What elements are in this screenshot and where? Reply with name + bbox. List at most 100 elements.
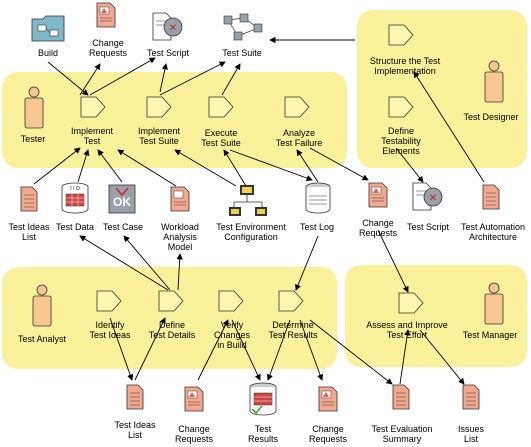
edge-determine-to-results: [266, 319, 291, 381]
test-results-icon: [249, 382, 277, 416]
edge-define-to-data: [79, 235, 169, 291]
edge-implement-to-change-req: [79, 63, 101, 96]
test-ideas-list-bottom-label: Test Ideas List: [114, 420, 156, 440]
edge-testability-to-script: [395, 147, 424, 183]
tester-actor-icon: [24, 86, 44, 129]
svg-text:I / O: I / O: [70, 186, 80, 192]
build-label: Build: [37, 48, 58, 58]
build-folder-icon: [31, 15, 65, 42]
edge-ideas-to-define: [134, 317, 166, 381]
edge-suite-to-suite: [159, 61, 226, 96]
determine-results-activity-icon: [278, 290, 304, 312]
test-ideas-list-doc-icon: [20, 186, 38, 212]
analyst-zone: [2, 267, 337, 369]
test-env-config-label: Test Environment Configuration: [216, 222, 286, 242]
edge-determine-to-change-req: [299, 319, 324, 381]
edge-build-to-implement-test: [47, 61, 89, 96]
svg-text:OK: OK: [113, 195, 131, 209]
verify-changes-label: Verify Changes in Build: [213, 320, 251, 350]
analyze-failure-label: Analyze Test Failure: [275, 128, 323, 148]
implement-suite-activity-icon: [146, 96, 172, 118]
svg-text:✕: ✕: [169, 23, 177, 34]
edge-ideas-to-implement: [33, 147, 81, 185]
structure-impl-label: Structure the Test Implementation: [369, 56, 441, 76]
issues-list-label: Issues List: [457, 424, 484, 444]
edge-workload-to-implement: [117, 149, 177, 187]
test-env-config-icon: [229, 185, 267, 216]
edge-execute-to-suite: [221, 63, 241, 96]
change-requests-top-label: Change Requests: [88, 38, 128, 58]
change-requests-bottom2-doc-icon: [318, 386, 338, 412]
change-requests-mid-label: Change Requests: [358, 218, 398, 238]
test-data-icon: I / O: [61, 182, 89, 214]
implement-suite-label: Implement Test Suite: [137, 126, 181, 146]
edge-env-to-suite: [174, 149, 237, 187]
test-script-mid-icon: ✕: [412, 182, 443, 211]
edge-summary-to-assess: [399, 329, 411, 385]
edge-implement-to-script: [89, 57, 156, 96]
edge-env-to-execute: [223, 149, 247, 187]
test-data-label: Test Data: [55, 222, 95, 232]
test-automation-arch-label: Test Automation Architecture: [460, 222, 526, 242]
edge-define-to-workload: [176, 253, 183, 291]
tester-label: Tester: [20, 134, 46, 144]
edge-identify-to-ideas: [109, 317, 134, 381]
test-manager-label: Test Manager: [462, 330, 518, 340]
change-requests-bottom2-label: Change Requests: [308, 424, 348, 444]
test-results-label: Test Results: [247, 424, 278, 444]
test-analyst-label: Test Analyst: [17, 334, 67, 344]
define-testability-label: Define Testability Elements: [381, 126, 421, 156]
change-requests-doc-icon: [96, 2, 116, 28]
change-requests-mid-doc-icon: [368, 182, 388, 208]
test-log-label: Test Log: [299, 222, 335, 232]
analyze-failure-activity-icon: [284, 96, 310, 118]
edge-analyze-to-change-req: [309, 147, 369, 181]
test-eval-summary-label: Test Evaluation Summary: [371, 424, 433, 444]
test-log-icon: [305, 182, 331, 214]
test-designer-label: Test Designer: [463, 112, 519, 122]
test-manager-actor-icon: [484, 282, 504, 325]
change-requests-bottom1-label: Change Requests: [174, 424, 214, 444]
edge-execute-to-log: [229, 149, 313, 182]
identify-ideas-label: Identify Test Ideas: [89, 320, 131, 340]
test-designer-actor-icon: [484, 60, 504, 103]
edge-suite-to-script: [159, 63, 168, 93]
edge-verify-to-results: [231, 319, 261, 381]
test-suite-top-label: Test Suite: [222, 48, 262, 58]
execute-suite-activity-icon: [208, 96, 234, 118]
test-automation-arch-doc-icon: [482, 184, 500, 210]
define-testability-activity-icon: [388, 96, 414, 118]
define-details-activity-icon: [158, 290, 184, 312]
test-script-mid-label: Test Script: [406, 222, 449, 232]
structure-impl-activity-icon: [388, 24, 414, 46]
edge-log-to-analyze: [296, 149, 319, 183]
edge-change-req-to-verify: [197, 319, 229, 381]
edge-assess-to-issues: [419, 329, 465, 385]
edge-change-req-to-assess: [377, 229, 409, 293]
edge-define-to-case: [123, 235, 171, 291]
implement-test-activity-icon: [80, 96, 106, 118]
edge-log-to-determine: [295, 235, 319, 291]
verify-changes-activity-icon: [218, 290, 244, 312]
issues-list-doc-icon: [462, 384, 480, 410]
test-script-icon: ✕: [152, 12, 183, 41]
identify-ideas-activity-icon: [96, 290, 122, 312]
edge-data-to-implement: [77, 149, 90, 183]
edge-case-to-implement: [97, 149, 123, 183]
assess-improve-label: Assess and Improve Test Effort: [366, 320, 448, 340]
change-requests-bottom1-doc-icon: [184, 386, 204, 412]
test-suite-icon: [223, 13, 263, 41]
execute-suite-label: Execute Test Suite: [201, 128, 241, 148]
test-analyst-actor-icon: [32, 284, 52, 327]
workload-model-doc-icon: [170, 186, 190, 212]
edge-arch-to-structure: [413, 71, 485, 183]
test-ideas-list-label: Test Ideas List: [8, 222, 50, 242]
implement-test-label: Implement Test: [70, 126, 114, 146]
test-script-top-label: Test Script: [146, 48, 189, 58]
test-case-label: Test Case: [102, 222, 144, 232]
test-case-icon: OK: [108, 184, 136, 214]
assess-improve-activity-icon: [398, 292, 424, 314]
workload-model-label: Workload Analysis Model: [161, 222, 199, 252]
